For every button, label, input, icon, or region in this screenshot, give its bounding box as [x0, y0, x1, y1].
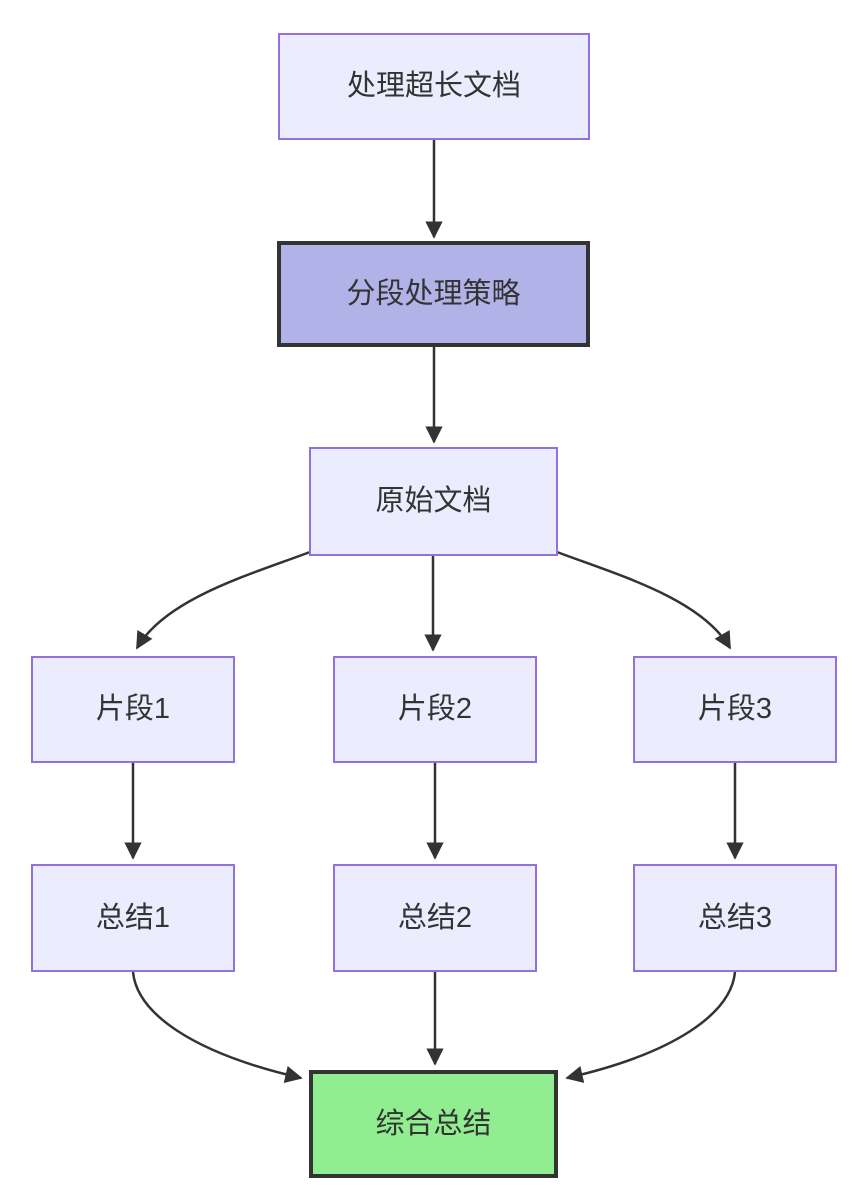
node-summary-2: 总结2 — [333, 864, 537, 972]
node-summary-1: 总结1 — [31, 864, 235, 972]
edge-C-D1 — [135, 550, 311, 650]
node-label: 处理超长文档 — [346, 70, 521, 102]
node-label: 分段处理策略 — [346, 277, 521, 310]
node-original-document: 原始文档 — [309, 447, 558, 556]
node-label: 片段2 — [397, 693, 473, 725]
node-process-long-document: 处理超长文档 — [278, 33, 590, 140]
node-segment-2: 片段2 — [333, 656, 537, 763]
node-label: 总结1 — [95, 901, 171, 934]
node-label: 总结3 — [697, 901, 773, 934]
node-summary-3: 总结3 — [633, 864, 837, 972]
node-label: 片段1 — [95, 693, 171, 725]
node-segment-1: 片段1 — [31, 656, 235, 763]
node-segmentation-strategy: 分段处理策略 — [277, 241, 590, 347]
node-label: 综合总结 — [375, 1107, 492, 1140]
edge-E1-F — [131, 971, 303, 1084]
node-label: 原始文档 — [375, 485, 492, 517]
node-label: 片段3 — [697, 693, 773, 725]
node-label: 总结2 — [397, 901, 473, 934]
node-final-summary: 综合总结 — [309, 1070, 558, 1178]
edge-E3-F — [565, 971, 737, 1084]
edge-C-D3 — [556, 550, 732, 650]
node-segment-3: 片段3 — [633, 656, 837, 763]
